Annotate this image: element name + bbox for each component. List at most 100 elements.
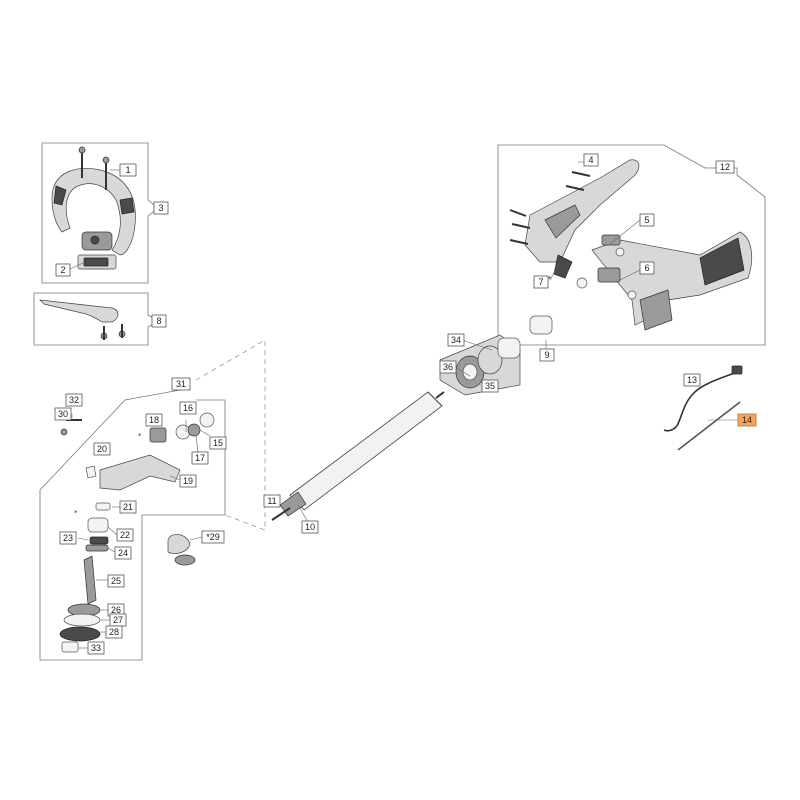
callout-label: 20 [97,444,107,454]
callout-box [539,348,555,362]
callout-box [114,546,132,560]
callout-13: 13 [683,373,701,387]
callout-label: 18 [149,415,159,425]
callout-label: 13 [687,375,697,385]
callout-14: 14 [737,413,757,427]
callout-label: 2 [60,265,65,275]
callout-box [263,494,281,508]
callout-box [119,500,137,514]
callouts: 1234567891011121314151617181920212223242… [54,153,757,655]
callout-label: 7 [538,277,543,287]
callout-label: 32 [69,395,79,405]
callout-box [171,377,191,391]
callout-5: 5 [639,213,655,227]
callout-label: 34 [451,335,461,345]
callout-box [533,275,549,289]
callout-36: 36 [439,360,457,374]
callout-label: 22 [120,530,130,540]
callout-28: 28 [105,625,123,639]
callout-label: 35 [485,381,495,391]
drive-shaft [271,391,445,521]
callout-label: 5 [644,215,649,225]
callout-35: 35 [481,379,499,393]
asterisk-mark-36: * [548,275,552,283]
callout-box [54,407,72,421]
callout-label: 33 [91,643,101,653]
callout-27: 27 [109,613,127,627]
callout-label: 4 [588,155,593,165]
callout-30: 30 [54,407,72,421]
gearhead-parts [59,412,215,653]
callout-21: 21 [119,500,137,514]
callout-label: 26 [111,605,121,615]
callout-15: 15 [209,436,227,450]
callout-box [639,261,655,275]
callout-label: 23 [63,533,73,543]
callout-label: 30 [58,409,68,419]
callout-23: 23 [59,531,77,545]
callout-29: *29 [201,530,225,544]
callout-box [116,528,134,542]
callout-label: 27 [113,615,123,625]
callout-box [93,442,111,456]
bracket-group-frame [33,292,159,346]
callout-label: 6 [644,263,649,273]
callout-label: *29 [206,532,220,542]
callout-label: 28 [109,627,119,637]
callout-box [151,314,167,328]
callout-label: 31 [176,379,186,389]
motor-housing [524,159,753,331]
callout-18: 18 [145,413,163,427]
callout-box [59,531,77,545]
callout-box [65,393,83,407]
callout-8: 8 [151,314,167,328]
callout-box [715,160,735,174]
callout-label: 14 [742,415,752,425]
callout-box [209,436,227,450]
callout-6: 6 [639,261,655,275]
callout-box [737,413,757,427]
motor-housing-frame [497,144,766,346]
callout-box [583,153,599,167]
callout-33: 33 [87,641,105,655]
callout-1: 1 [119,163,137,177]
callout-25: 25 [107,574,125,588]
callout-label: 15 [213,438,223,448]
callout-label: 25 [111,576,121,586]
callout-label: 21 [123,502,133,512]
shaft-coupling [439,315,553,396]
callout-2: 2 [55,263,71,277]
asterisk-mark-21: * [74,509,78,517]
handle-bracket [39,299,126,340]
callout-box [439,360,457,374]
callout-label: 9 [544,350,549,360]
callout-31: 31 [171,377,191,391]
callout-16: 16 [179,401,197,415]
callout-label: 16 [183,403,193,413]
callout-17: 17 [191,451,209,465]
callout-3: 3 [153,201,169,215]
callout-box [481,379,499,393]
callout-box [639,213,655,227]
callout-box [145,413,163,427]
callout-7: 7 [533,275,549,289]
callout-label: 12 [720,162,730,172]
callout-11: 11 [263,494,281,508]
callout-box [179,401,197,415]
callout-24: 24 [114,546,132,560]
callout-label: 11 [267,496,276,506]
callout-box [201,530,225,544]
callout-box [105,625,123,639]
callout-label: 17 [195,453,205,463]
callout-19: 19 [179,474,197,488]
asterisk-mark-18: * [138,432,142,440]
callout-22: 22 [116,528,134,542]
callout-label: 24 [118,548,128,558]
callout-box [179,474,197,488]
callout-label: 8 [156,316,161,326]
callout-box [87,641,105,655]
callout-box [55,263,71,277]
callout-label: 3 [158,203,163,213]
gearhead-dashed-link [195,339,266,531]
